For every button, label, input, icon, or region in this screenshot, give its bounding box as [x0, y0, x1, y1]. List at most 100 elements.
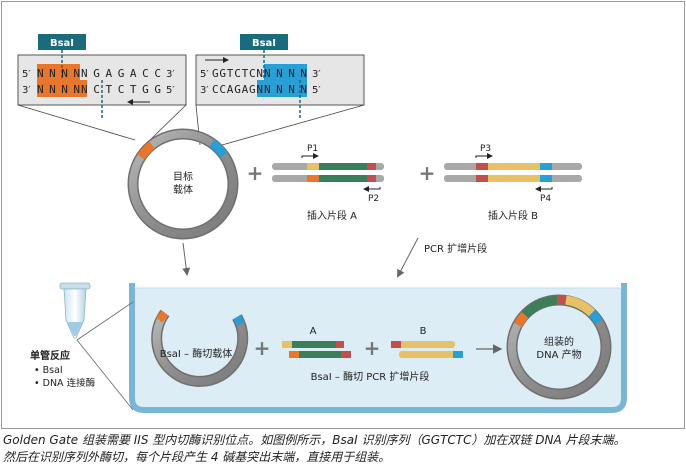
insert-a-orange-bottom — [307, 175, 319, 182]
primer-p4: P4 — [540, 194, 551, 204]
fragment-b-top — [391, 341, 455, 348]
arrow-pcr-down — [397, 237, 419, 278]
left-bottom-3prime: 3′ — [22, 85, 31, 96]
fragment-b-bottom-blue — [453, 351, 463, 358]
fragment-a-top — [282, 341, 344, 348]
fragment-b: B — [391, 326, 463, 358]
caption-line-2: 然后在识别序列外酶切，每个片段产生 4 碱基突出末端，直接用于组装。 — [3, 450, 391, 464]
right-overhang-top — [264, 64, 307, 80]
assembled-label-2: DNA 产物 — [536, 348, 581, 361]
fragment-a-label: A — [310, 326, 317, 337]
cut-vector-label: BsaI – 酶切载体 — [160, 347, 233, 360]
cut-vector-ring — [152, 310, 247, 386]
enzyme-label-right: BsaI — [252, 38, 276, 49]
left-overhang-bottom — [37, 80, 87, 97]
reaction-panel-border — [129, 283, 627, 413]
insert-a: P1 P2 插入片段 A — [272, 144, 384, 222]
insert-b-red-bottom — [476, 175, 488, 182]
left-top-5prime: 5′ — [22, 69, 31, 80]
insert-a-green-top — [319, 163, 367, 170]
right-site-group: BsaI 5′ GGTCTCN NNNN 3′ 3′ CCAGAGN NNNN … — [195, 34, 365, 146]
right-overhang-bottom — [257, 80, 307, 97]
enzyme-label-bg-right — [240, 34, 288, 50]
cut-vector-blue-end — [233, 315, 245, 326]
enzyme-label-bg-left — [38, 34, 86, 50]
left-top-3prime: 3′ — [166, 69, 175, 80]
insert-b: P3 P4 插入片段 B — [444, 144, 582, 222]
target-vector-label-2: 载体 — [173, 184, 193, 196]
left-zoom-line-b — [149, 104, 187, 141]
right-bottom-rest: CCAGAGN — [212, 83, 263, 96]
right-top-rest: GGTCTCN — [212, 67, 263, 80]
target-vector-label-1: 目标 — [173, 171, 193, 183]
insert-a-red-bottom — [367, 175, 376, 182]
insert-a-green-bottom — [319, 175, 367, 182]
insert-b-blue-top — [540, 163, 552, 170]
primer-p3: P3 — [480, 144, 491, 154]
plus-sign-3: + — [254, 336, 271, 360]
assembled-green-segment — [521, 295, 558, 319]
reaction-title: 单管反应 — [30, 349, 70, 362]
plus-sign-4: + — [364, 336, 381, 360]
reaction-panel-fill — [132, 288, 624, 410]
primer-p4-arrow — [535, 186, 553, 192]
cut-vector-orange-end — [155, 310, 169, 323]
assembled-product: 组装的 DNA 产物 — [506, 294, 612, 400]
assembled-yellow-segment — [565, 295, 596, 317]
primer-p2: P2 — [368, 194, 379, 204]
primer-p1-arrow — [301, 153, 319, 159]
primer-p3-arrow — [475, 153, 493, 159]
cut-vector: BsaI – 酶切载体 — [151, 309, 249, 387]
fragment-a-top-yellow — [282, 341, 292, 348]
insert-b-red-top — [476, 163, 488, 170]
primer-p1: P1 — [307, 144, 318, 154]
fragment-a: A — [282, 326, 351, 358]
insert-b-blue-bottom — [540, 175, 552, 182]
right-bottom-3prime: 3′ — [200, 85, 209, 96]
left-site-group: BsaI 5′ NNNN NGAGACC 3′ 3′ NNNN NCTCTGG … — [17, 34, 187, 141]
fragment-b-bottom — [399, 351, 463, 358]
insert-b-yellow-top — [488, 163, 540, 170]
cut-pcr-label: BsaI – 酶切 PCR 扩增片段 — [311, 370, 430, 383]
target-vector: 目标 载体 — [127, 128, 239, 240]
fragment-a-bottom — [289, 351, 351, 358]
right-top-5prime: 5′ — [200, 69, 209, 80]
tube-pointer-line-b — [76, 339, 134, 411]
reaction-item-bsai: • BsaI — [34, 365, 63, 376]
assembled-orange-site — [514, 311, 529, 328]
fragment-a-bottom-red — [341, 351, 351, 358]
tube-cap — [59, 282, 91, 290]
arrow-vector-down — [182, 242, 191, 276]
insert-a-red-top — [367, 163, 376, 170]
left-overhang-top — [37, 64, 80, 80]
primer-p2-arrow — [363, 186, 381, 192]
tube-icon — [59, 282, 91, 339]
plus-sign-1: + — [247, 161, 264, 185]
left-bottom-5prime: 5′ — [166, 85, 175, 96]
target-vector-ring — [129, 130, 237, 238]
reaction-panel — [129, 283, 627, 413]
fragment-b-top-red — [391, 341, 401, 348]
caption-line-1: Golden Gate 组装需要 IIS 型内切酶识别位点。如图例所示，BsaI… — [3, 433, 626, 447]
tube-pointer-line-a — [76, 301, 134, 341]
fragment-a-top-red — [336, 341, 344, 348]
insert-b-label: 插入片段 B — [488, 209, 538, 222]
right-zoom-line-b — [221, 104, 365, 146]
plus-sign-2: + — [419, 161, 436, 185]
target-vector-blue-site — [209, 139, 228, 158]
fragment-b-label: B — [420, 326, 427, 337]
pcr-label: PCR 扩增片段 — [424, 242, 487, 255]
fragment-a-bottom-orange — [289, 351, 299, 358]
reaction-item-ligase: • DNA 连接酶 — [34, 377, 96, 389]
assembled-blue-site — [588, 309, 603, 325]
assembled-label-1: 组装的 — [544, 335, 574, 348]
target-vector-orange-site — [137, 141, 155, 160]
right-bottom-5prime: 5′ — [312, 85, 321, 96]
insert-a-label: 插入片段 A — [307, 209, 357, 222]
enzyme-label-left: BsaI — [50, 38, 74, 49]
insert-a-yellow-top — [307, 163, 319, 170]
insert-b-yellow-bottom — [488, 175, 540, 182]
figure-caption: Golden Gate 组装需要 IIS 型内切酶识别位点。如图例所示，BsaI… — [3, 432, 683, 466]
left-zoom-line-a — [17, 104, 136, 141]
